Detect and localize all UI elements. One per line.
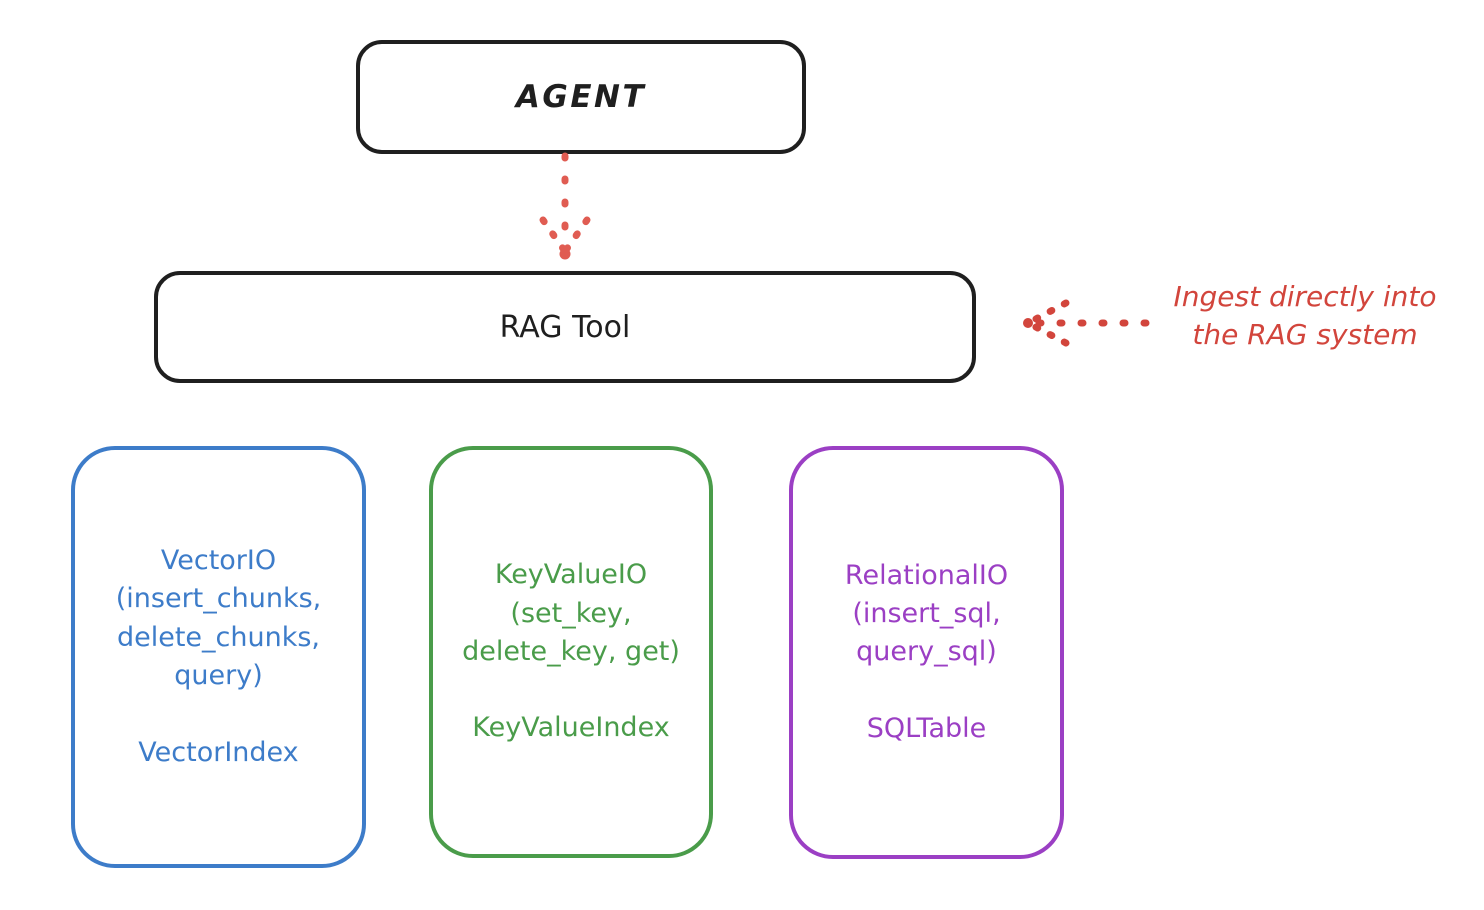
node-rag-tool[interactable]: RAG Tool	[154, 271, 976, 383]
node-vector-io[interactable]: VectorIO (insert_chunks, delete_chunks, …	[71, 446, 366, 868]
node-relational-io[interactable]: RelationalIO (insert_sql, query_sql) SQL…	[789, 446, 1064, 859]
connector-ingest-to-rag-tool	[1014, 296, 1154, 350]
node-agent[interactable]: AGENT	[356, 40, 806, 154]
node-agent-label: AGENT	[515, 78, 647, 115]
node-relational-io-label: RelationalIO (insert_sql, query_sql) SQL…	[844, 559, 1009, 744]
dotted-arrow-left-icon	[1023, 299, 1150, 347]
node-vector-io-label: VectorIO (insert_chunks, delete_chunks, …	[115, 545, 322, 768]
dotted-arrow-down-icon	[539, 152, 591, 260]
node-key-value-io-label: KeyValueIO (set_key, delete_key, get) Ke…	[462, 559, 680, 744]
connector-agent-to-rag-tool	[505, 150, 625, 280]
node-key-value-io[interactable]: KeyValueIO (set_key, delete_key, get) Ke…	[429, 446, 713, 858]
node-rag-tool-label: RAG Tool	[499, 309, 631, 345]
annotation-ingest-directly: Ingest directly into the RAG system	[1173, 280, 1437, 351]
